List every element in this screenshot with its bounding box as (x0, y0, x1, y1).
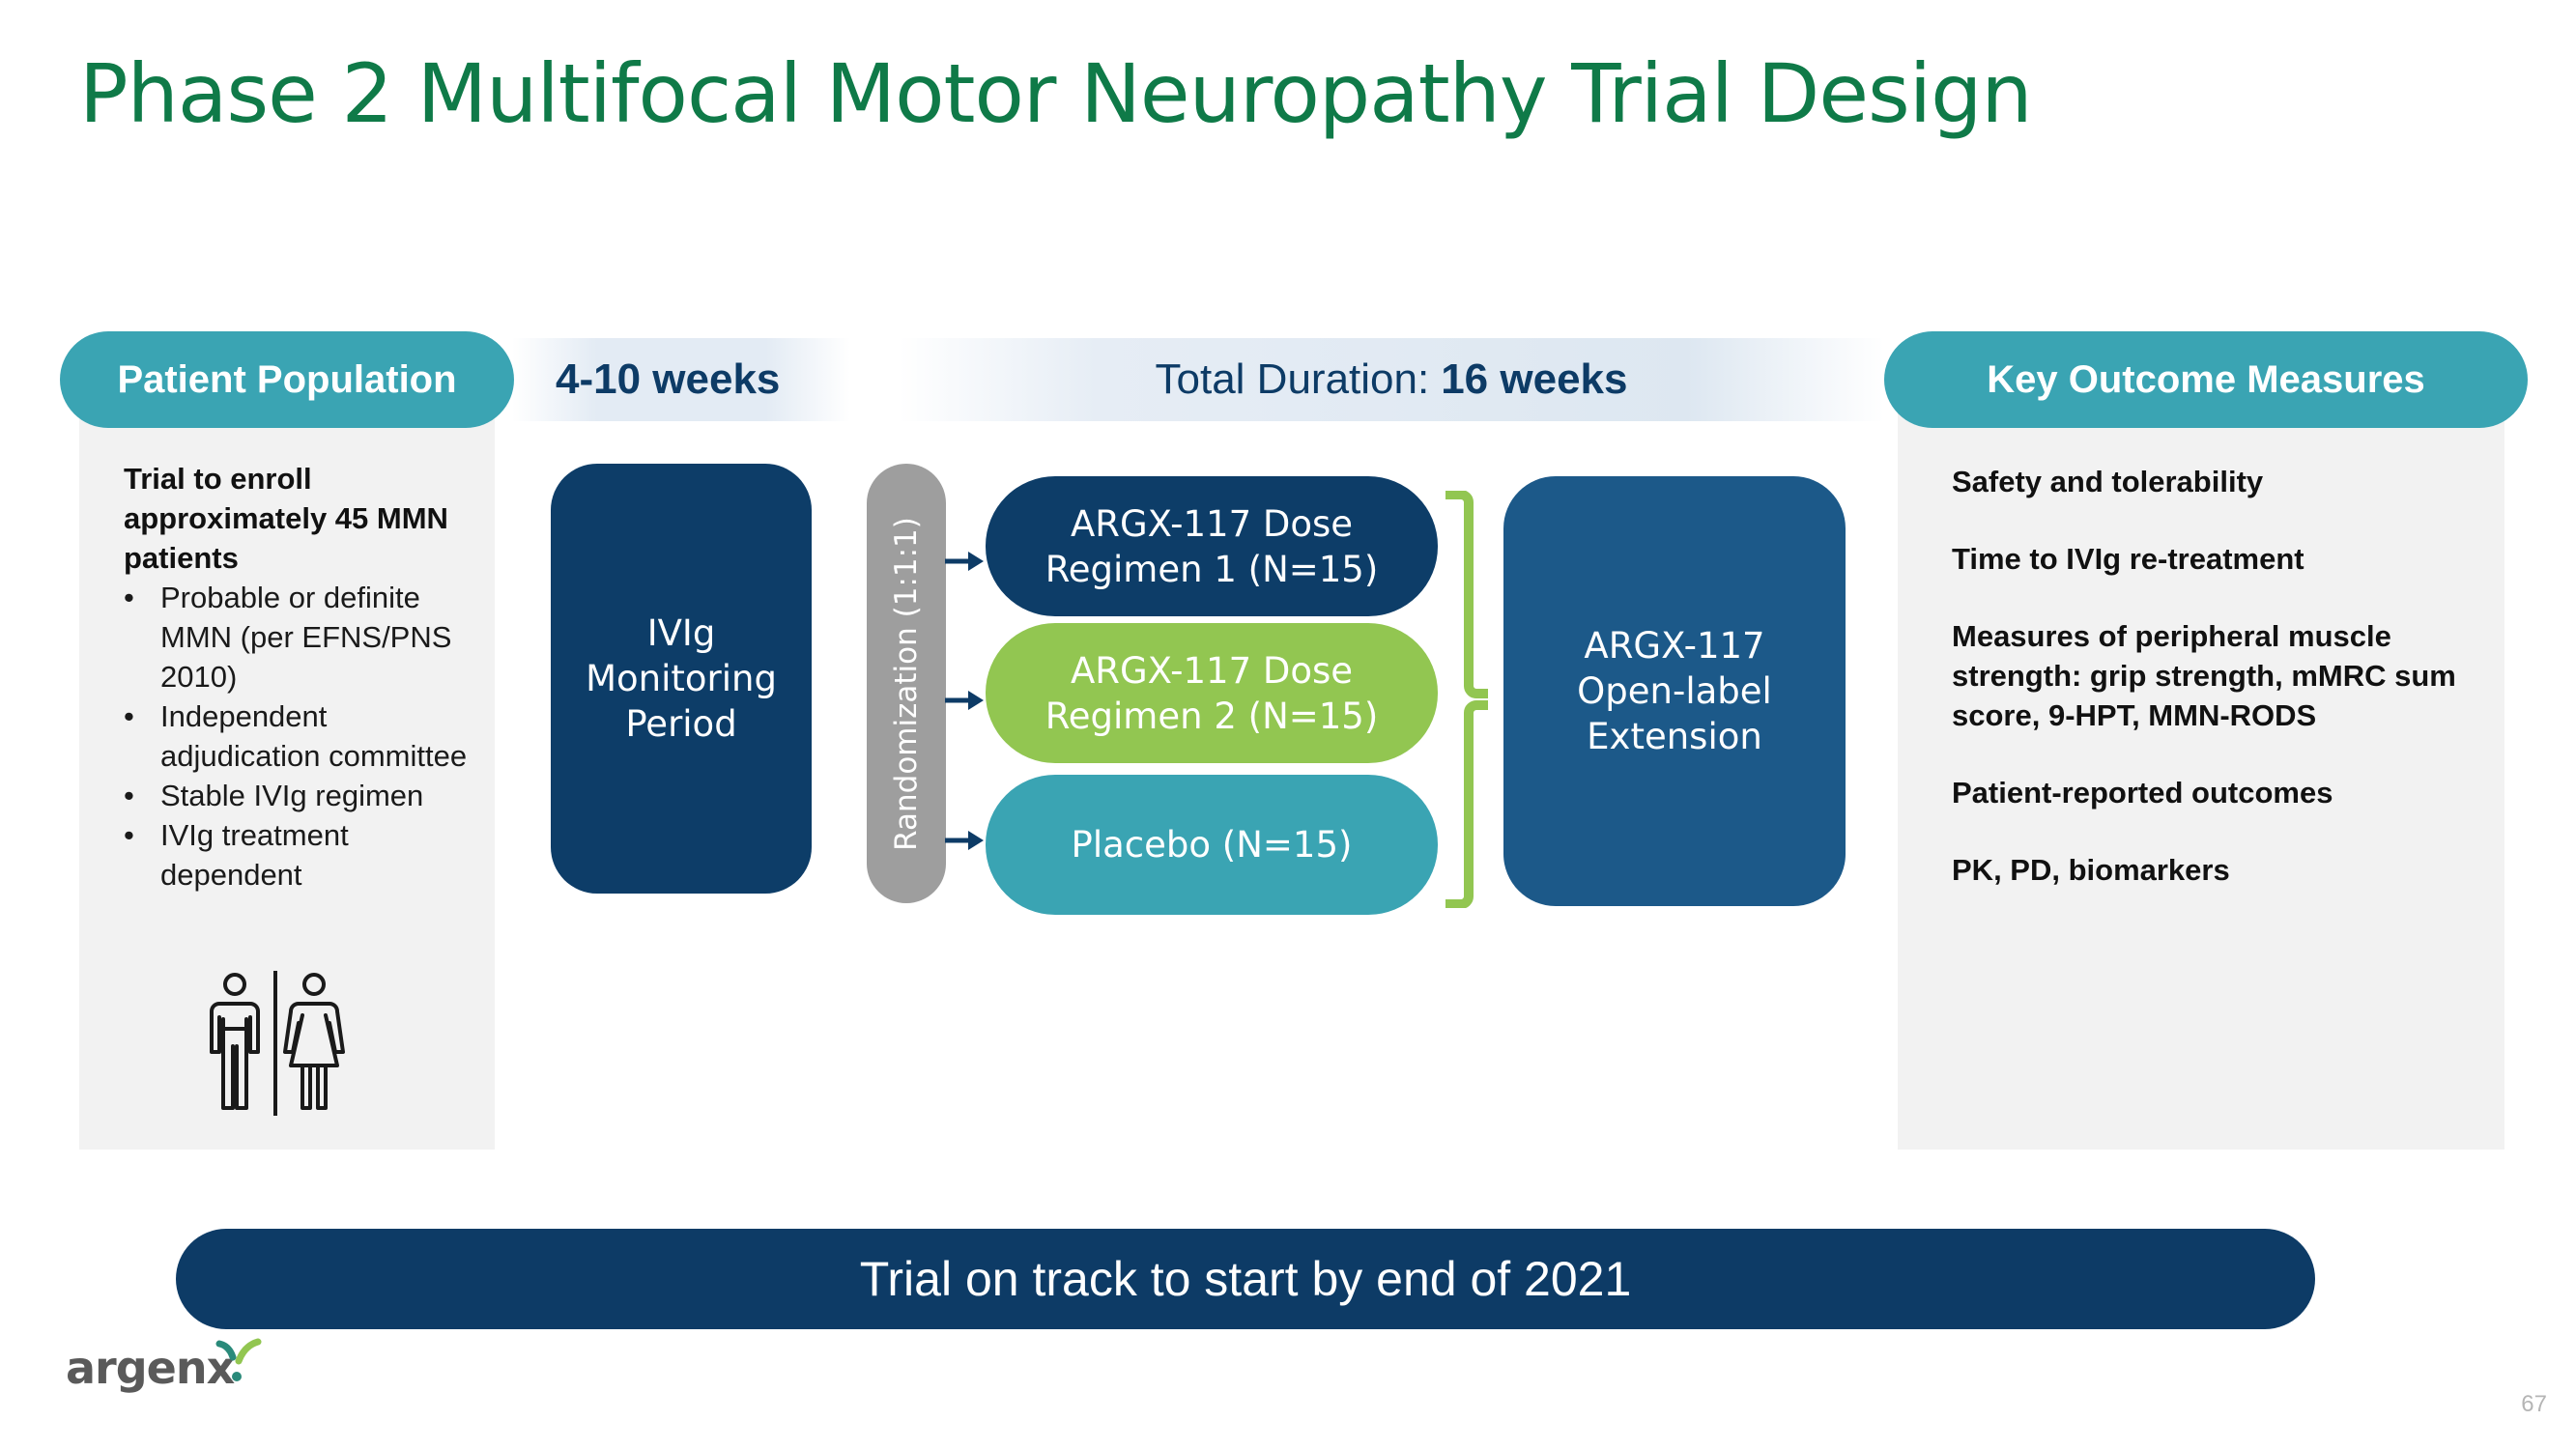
restroom-people-icon (210, 971, 345, 1116)
arrow-right-icon (945, 552, 984, 571)
randomization-label: Randomization (1:1:1) (889, 516, 924, 851)
enrollment-statement: Trial to enroll approximately 45 MMN pat… (124, 462, 448, 575)
box-line: IVIg (646, 612, 716, 654)
list-item: Stable IVIg regimen (124, 776, 491, 815)
inclusion-criteria-list: Probable or definite MMN (per EFNS/PNS 2… (124, 578, 491, 895)
logo-wordmark: argenx (66, 1342, 235, 1394)
page-number: 67 (2521, 1391, 2547, 1417)
arrow-right-icon (945, 831, 984, 850)
list-item: Independent adjudication committee (124, 696, 491, 776)
key-outcome-measures-header: Key Outcome Measures (1884, 331, 2528, 428)
arm-placebo: Placebo (N=15) (986, 775, 1438, 915)
curly-bracket-icon (1445, 491, 1488, 908)
box-line: Extension (1587, 716, 1762, 757)
monitoring-duration-value: 4-10 weeks (556, 355, 781, 403)
trial-status-banner: Trial on track to start by end of 2021 (176, 1229, 2315, 1329)
monitoring-duration-label: 4-10 weeks (512, 338, 850, 421)
box-line: Monitoring (586, 658, 777, 699)
open-label-extension-box: ARGX-117 Open-label Extension (1503, 476, 1846, 906)
patient-population-details: Trial to enroll approximately 45 MMN pat… (124, 459, 491, 895)
key-outcomes-list: Safety and tolerability Time to IVIg re-… (1952, 462, 2493, 927)
list-item: Safety and tolerability (1952, 465, 2264, 498)
ivig-monitoring-period-box: IVIg Monitoring Period (551, 464, 812, 894)
arm-line: ARGX-117 Dose (1070, 649, 1354, 692)
box-line: Open-label (1577, 670, 1772, 712)
arm-line: Regimen 2 (N=15) (1045, 695, 1379, 737)
randomization-bar: Randomization (1:1:1) (867, 464, 946, 903)
page-title: Phase 2 Multifocal Motor Neuropathy Tria… (79, 46, 2033, 141)
arm-line: Regimen 1 (N=15) (1045, 548, 1379, 590)
list-item: Time to IVIg re-treatment (1952, 542, 2304, 576)
total-duration-label: Total Duration: 16 weeks (899, 338, 1884, 421)
box-line: ARGX-117 (1584, 625, 1765, 667)
arm-line: Placebo (N=15) (1071, 824, 1353, 866)
box-line: Period (625, 703, 737, 745)
arm-dose-regimen-1: ARGX-117 Dose Regimen 1 (N=15) (986, 476, 1438, 616)
logo-mark-icon (215, 1338, 262, 1381)
total-duration-value: 16 weeks (1441, 355, 1628, 403)
key-outcomes-panel (1898, 382, 2504, 1150)
list-item: PK, PD, biomarkers (1952, 853, 2230, 887)
list-item: Probable or definite MMN (per EFNS/PNS 2… (124, 578, 491, 696)
list-item: Patient-reported outcomes (1952, 776, 2333, 810)
total-duration-prefix: Total Duration: (1155, 355, 1430, 403)
list-item: IVIg treatment dependent (124, 815, 491, 895)
list-item: Measures of peripheral muscle strength: … (1952, 619, 2456, 732)
arm-line: ARGX-117 Dose (1070, 502, 1354, 545)
arrow-right-icon (945, 691, 984, 710)
argenx-logo: argenx (66, 1338, 278, 1406)
patient-population-header: Patient Population (60, 331, 514, 428)
arm-dose-regimen-2: ARGX-117 Dose Regimen 2 (N=15) (986, 623, 1438, 763)
